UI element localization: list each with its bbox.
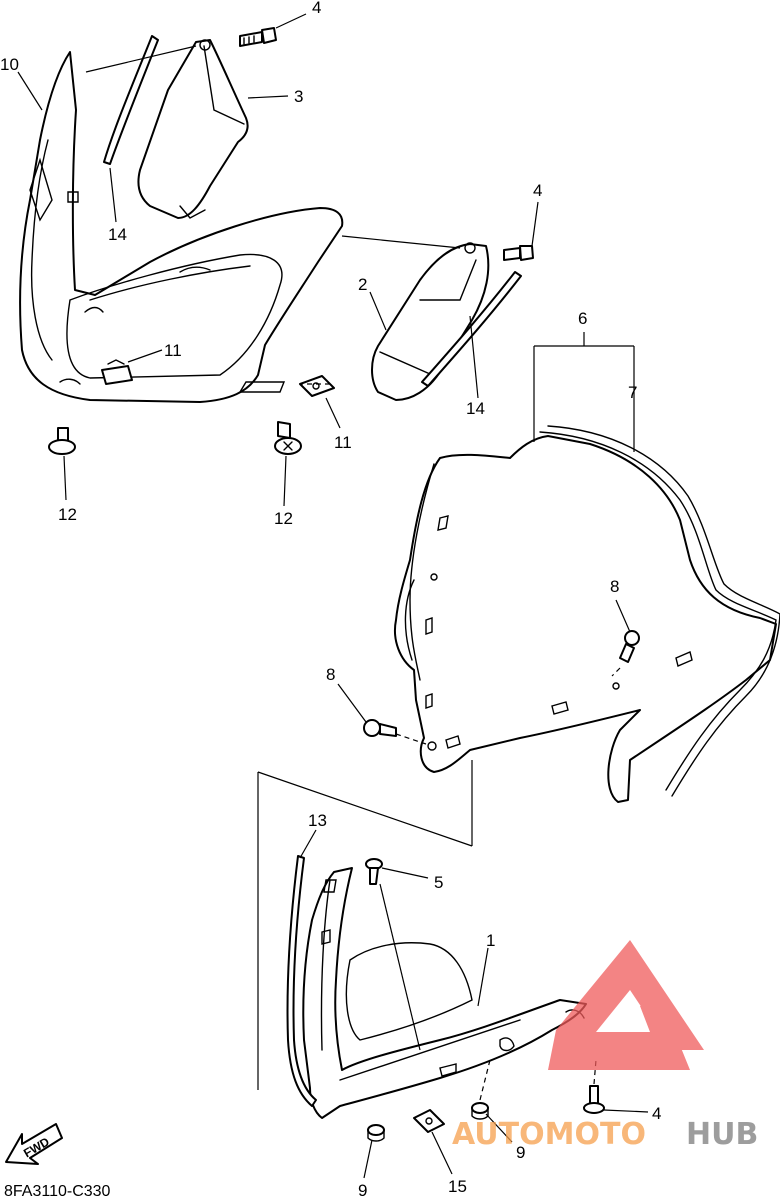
callout-labels: 4 3 10 14 4 2 14 11 11 12 12 6 7 8 8 13 … — [0, 0, 661, 1197]
watermark-logo-icon — [548, 940, 704, 1070]
part-14-trim-strip-a — [103, 35, 159, 165]
callout-4-bottom: 4 — [652, 1104, 661, 1123]
callout-14-right: 14 — [466, 399, 485, 418]
automotohub-watermark: AUTOMOTO HUB — [452, 940, 758, 1152]
callout-4-top: 4 — [312, 0, 321, 17]
callout-12-left: 12 — [58, 505, 77, 524]
screw-8-left — [363, 719, 397, 737]
callout-13: 13 — [308, 811, 327, 830]
callout-8-left: 8 — [326, 665, 335, 684]
clip-11-left — [101, 359, 133, 385]
callout-leaders — [17, 13, 649, 1179]
callout-9-left: 9 — [358, 1181, 367, 1197]
callout-5: 5 — [434, 873, 443, 892]
callout-2: 2 — [358, 275, 367, 294]
callout-11-left: 11 — [164, 341, 182, 360]
callout-10: 10 — [0, 55, 19, 74]
callout-4-mid: 4 — [533, 181, 542, 200]
callout-6: 6 — [578, 309, 587, 328]
part-3-inner-panel — [137, 39, 249, 219]
part-7-windscreen-trim — [539, 425, 780, 797]
screw-12-left — [48, 427, 76, 455]
callout-15: 15 — [448, 1177, 467, 1196]
screw-5 — [365, 858, 383, 885]
callout-7: 7 — [628, 383, 637, 402]
part-1-lower-cowling — [302, 867, 587, 1119]
nut-15 — [413, 1109, 445, 1133]
part-6-windscreen — [394, 435, 777, 803]
grommet-9-right — [471, 1102, 489, 1120]
grommet-9-left — [367, 1124, 385, 1142]
windscreen-slots — [425, 515, 693, 751]
screw-8-right — [619, 630, 640, 663]
watermark-brand-part1: AUTOMOTO — [452, 1117, 646, 1152]
bolt-4-mid — [503, 245, 534, 261]
fwd-arrow-icon: FWD — [5, 1123, 63, 1165]
callout-11-right: 11 — [334, 433, 352, 452]
part-10-upper-cowling — [19, 51, 344, 403]
part-2-inner-panel — [371, 242, 490, 401]
bolt-4-top — [239, 27, 277, 47]
callout-3: 3 — [294, 87, 303, 106]
callout-1: 1 — [486, 931, 495, 950]
bolt-4-bottom — [583, 1085, 605, 1114]
screw-12-right — [274, 421, 302, 455]
callout-14-upper: 14 — [108, 225, 127, 244]
callout-8-right: 8 — [610, 577, 619, 596]
watermark-brand-part2: HUB — [686, 1117, 758, 1152]
part-13-trim-strip — [286, 855, 317, 1107]
clip-11-right — [299, 375, 335, 397]
diagram-code: 8FA3110-C330 — [4, 1183, 111, 1197]
callout-12-right: 12 — [274, 509, 293, 528]
callout-9-right: 9 — [516, 1143, 525, 1162]
